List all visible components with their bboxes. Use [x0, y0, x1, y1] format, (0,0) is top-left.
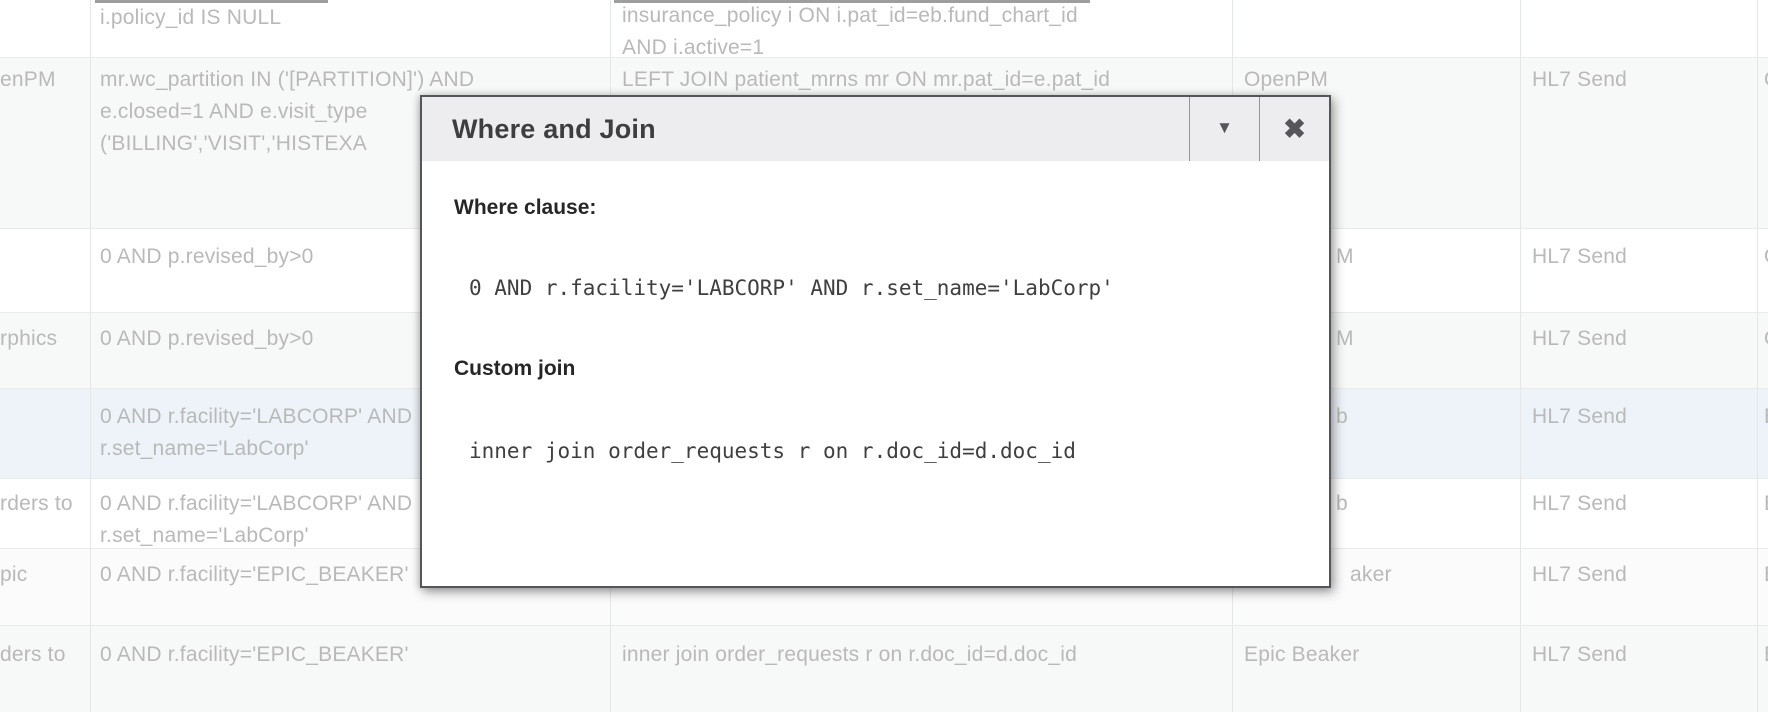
name-cell: rphics: [0, 327, 58, 350]
where-and-join-dialog: Where and Join ▼ ✖ Where clause: 0 AND r…: [420, 95, 1331, 588]
edge-fragment: O: [1764, 64, 1768, 96]
dialog-titlebar[interactable]: Where and Join ▼ ✖: [422, 97, 1329, 162]
name-cell: ders to: [0, 643, 66, 666]
name-cell: rders to: [0, 492, 73, 515]
join-cell: LEFT JOIN patient_mrns mr ON mr.pat_id=e…: [622, 68, 1111, 91]
clipped-text-remnant: [95, 0, 328, 3]
edge-fragment: O: [1764, 241, 1768, 273]
table-row[interactable]: ders to 0 AND r.facility='EPIC_BEAKER' i…: [0, 625, 1768, 712]
close-icon: ✖: [1283, 113, 1306, 144]
system-cell-fragment: M: [1336, 245, 1354, 268]
column-divider: [90, 0, 91, 712]
column-divider: [1520, 0, 1521, 712]
system-cell-fragment: aker: [1350, 563, 1392, 586]
custom-join-value: inner join order_requests r on r.doc_id=…: [469, 439, 1076, 463]
clipped-text-remnant: [614, 0, 1090, 3]
where-cell: 0 AND p.revised_by>0: [100, 245, 314, 268]
system-cell: Epic Beaker: [1244, 643, 1360, 666]
where-cell: 0 AND p.revised_by>0: [100, 327, 314, 350]
send-type-cell: HL7 Send: [1532, 68, 1628, 91]
where-cell: 0 AND r.facility='LABCORP' AND r.set_nam…: [100, 492, 413, 547]
column-divider: [1757, 0, 1758, 712]
where-cell: 0 AND r.facility='LABCORP' AND r.set_nam…: [100, 405, 413, 460]
send-type-cell: HL7 Send: [1532, 405, 1628, 428]
collapse-button[interactable]: ▼: [1189, 97, 1259, 161]
close-button[interactable]: ✖: [1259, 97, 1329, 161]
system-cell-fragment: b: [1336, 492, 1348, 515]
system-cell: OpenPM: [1244, 68, 1329, 91]
where-clause-value: 0 AND r.facility='LABCORP' AND r.set_nam…: [469, 276, 1114, 300]
table-row[interactable]: i.policy_id IS NULL insurance_policy i O…: [0, 0, 1768, 59]
join-cell: insurance_policy i ON i.pat_id=eb.fund_c…: [622, 4, 1078, 59]
chevron-down-icon: ▼: [1216, 118, 1233, 137]
where-cell: 0 AND r.facility='EPIC_BEAKER': [100, 563, 409, 586]
send-type-cell: HL7 Send: [1532, 245, 1628, 268]
edge-fragment: E: [1764, 488, 1768, 520]
where-cell: 0 AND r.facility='EPIC_BEAKER': [100, 643, 409, 666]
send-type-cell: HL7 Send: [1532, 643, 1628, 666]
edge-fragment: E: [1764, 639, 1768, 671]
where-cell: i.policy_id IS NULL: [100, 6, 282, 29]
name-cell: enPM: [0, 68, 56, 91]
where-cell: mr.wc_partition IN ('[PARTITION]') AND e…: [100, 68, 475, 155]
dialog-body: Where clause: 0 AND r.facility='LABCORP'…: [422, 161, 1329, 586]
send-type-cell: HL7 Send: [1532, 563, 1628, 586]
dialog-title: Where and Join: [452, 113, 656, 144]
send-type-cell: HL7 Send: [1532, 327, 1628, 350]
name-cell: pic: [0, 563, 28, 586]
where-clause-label: Where clause:: [454, 196, 597, 219]
edge-fragment: E: [1764, 401, 1768, 433]
system-cell-fragment: b: [1336, 405, 1348, 428]
system-cell-fragment: M: [1336, 327, 1354, 350]
join-cell: inner join order_requests r on r.doc_id=…: [622, 643, 1077, 666]
edge-fragment: E: [1764, 559, 1768, 591]
custom-join-label: Custom join: [454, 357, 576, 380]
send-type-cell: HL7 Send: [1532, 492, 1628, 515]
edge-fragment: O: [1764, 323, 1768, 355]
